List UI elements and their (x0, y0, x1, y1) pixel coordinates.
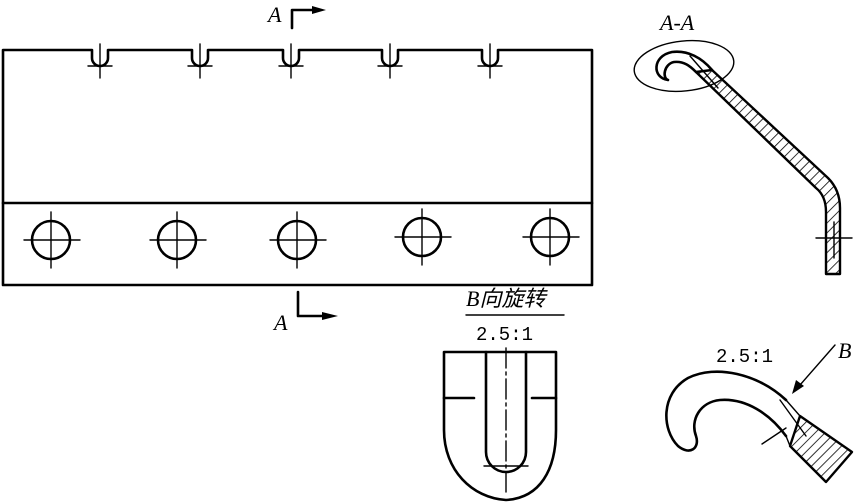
section-a-a: A-A (633, 10, 853, 276)
section-marker-top-label: A (266, 2, 282, 27)
view-b-title: B向旋转 (466, 286, 548, 311)
section-title: A-A (658, 10, 695, 35)
view-b: B向旋转 2.5:1 (442, 286, 565, 502)
tab-center-marks (87, 43, 503, 79)
main-view: A A (1, 2, 594, 335)
detail-view: 2.5:1 B (665, 338, 854, 484)
hole-4 (394, 208, 452, 266)
plate-outline (1, 48, 594, 287)
view-b-outline (442, 350, 558, 502)
section-hook (655, 50, 714, 82)
section-marker-bottom-label: A (272, 310, 288, 335)
view-b-scale: 2.5:1 (476, 324, 533, 346)
section-marker-top: A (266, 2, 326, 30)
section-wall (694, 68, 842, 276)
hole-2 (149, 211, 207, 269)
hole-3 (269, 211, 327, 269)
detail-hook (665, 370, 788, 452)
detail-circle (633, 39, 735, 93)
section-marker-bottom: A (272, 290, 338, 335)
detail-arrow-label: B (838, 338, 851, 363)
detail-hatched-wall (788, 414, 854, 484)
hole-5 (522, 208, 580, 266)
detail-scale: 2.5:1 (716, 346, 773, 368)
hole-1 (23, 211, 81, 269)
